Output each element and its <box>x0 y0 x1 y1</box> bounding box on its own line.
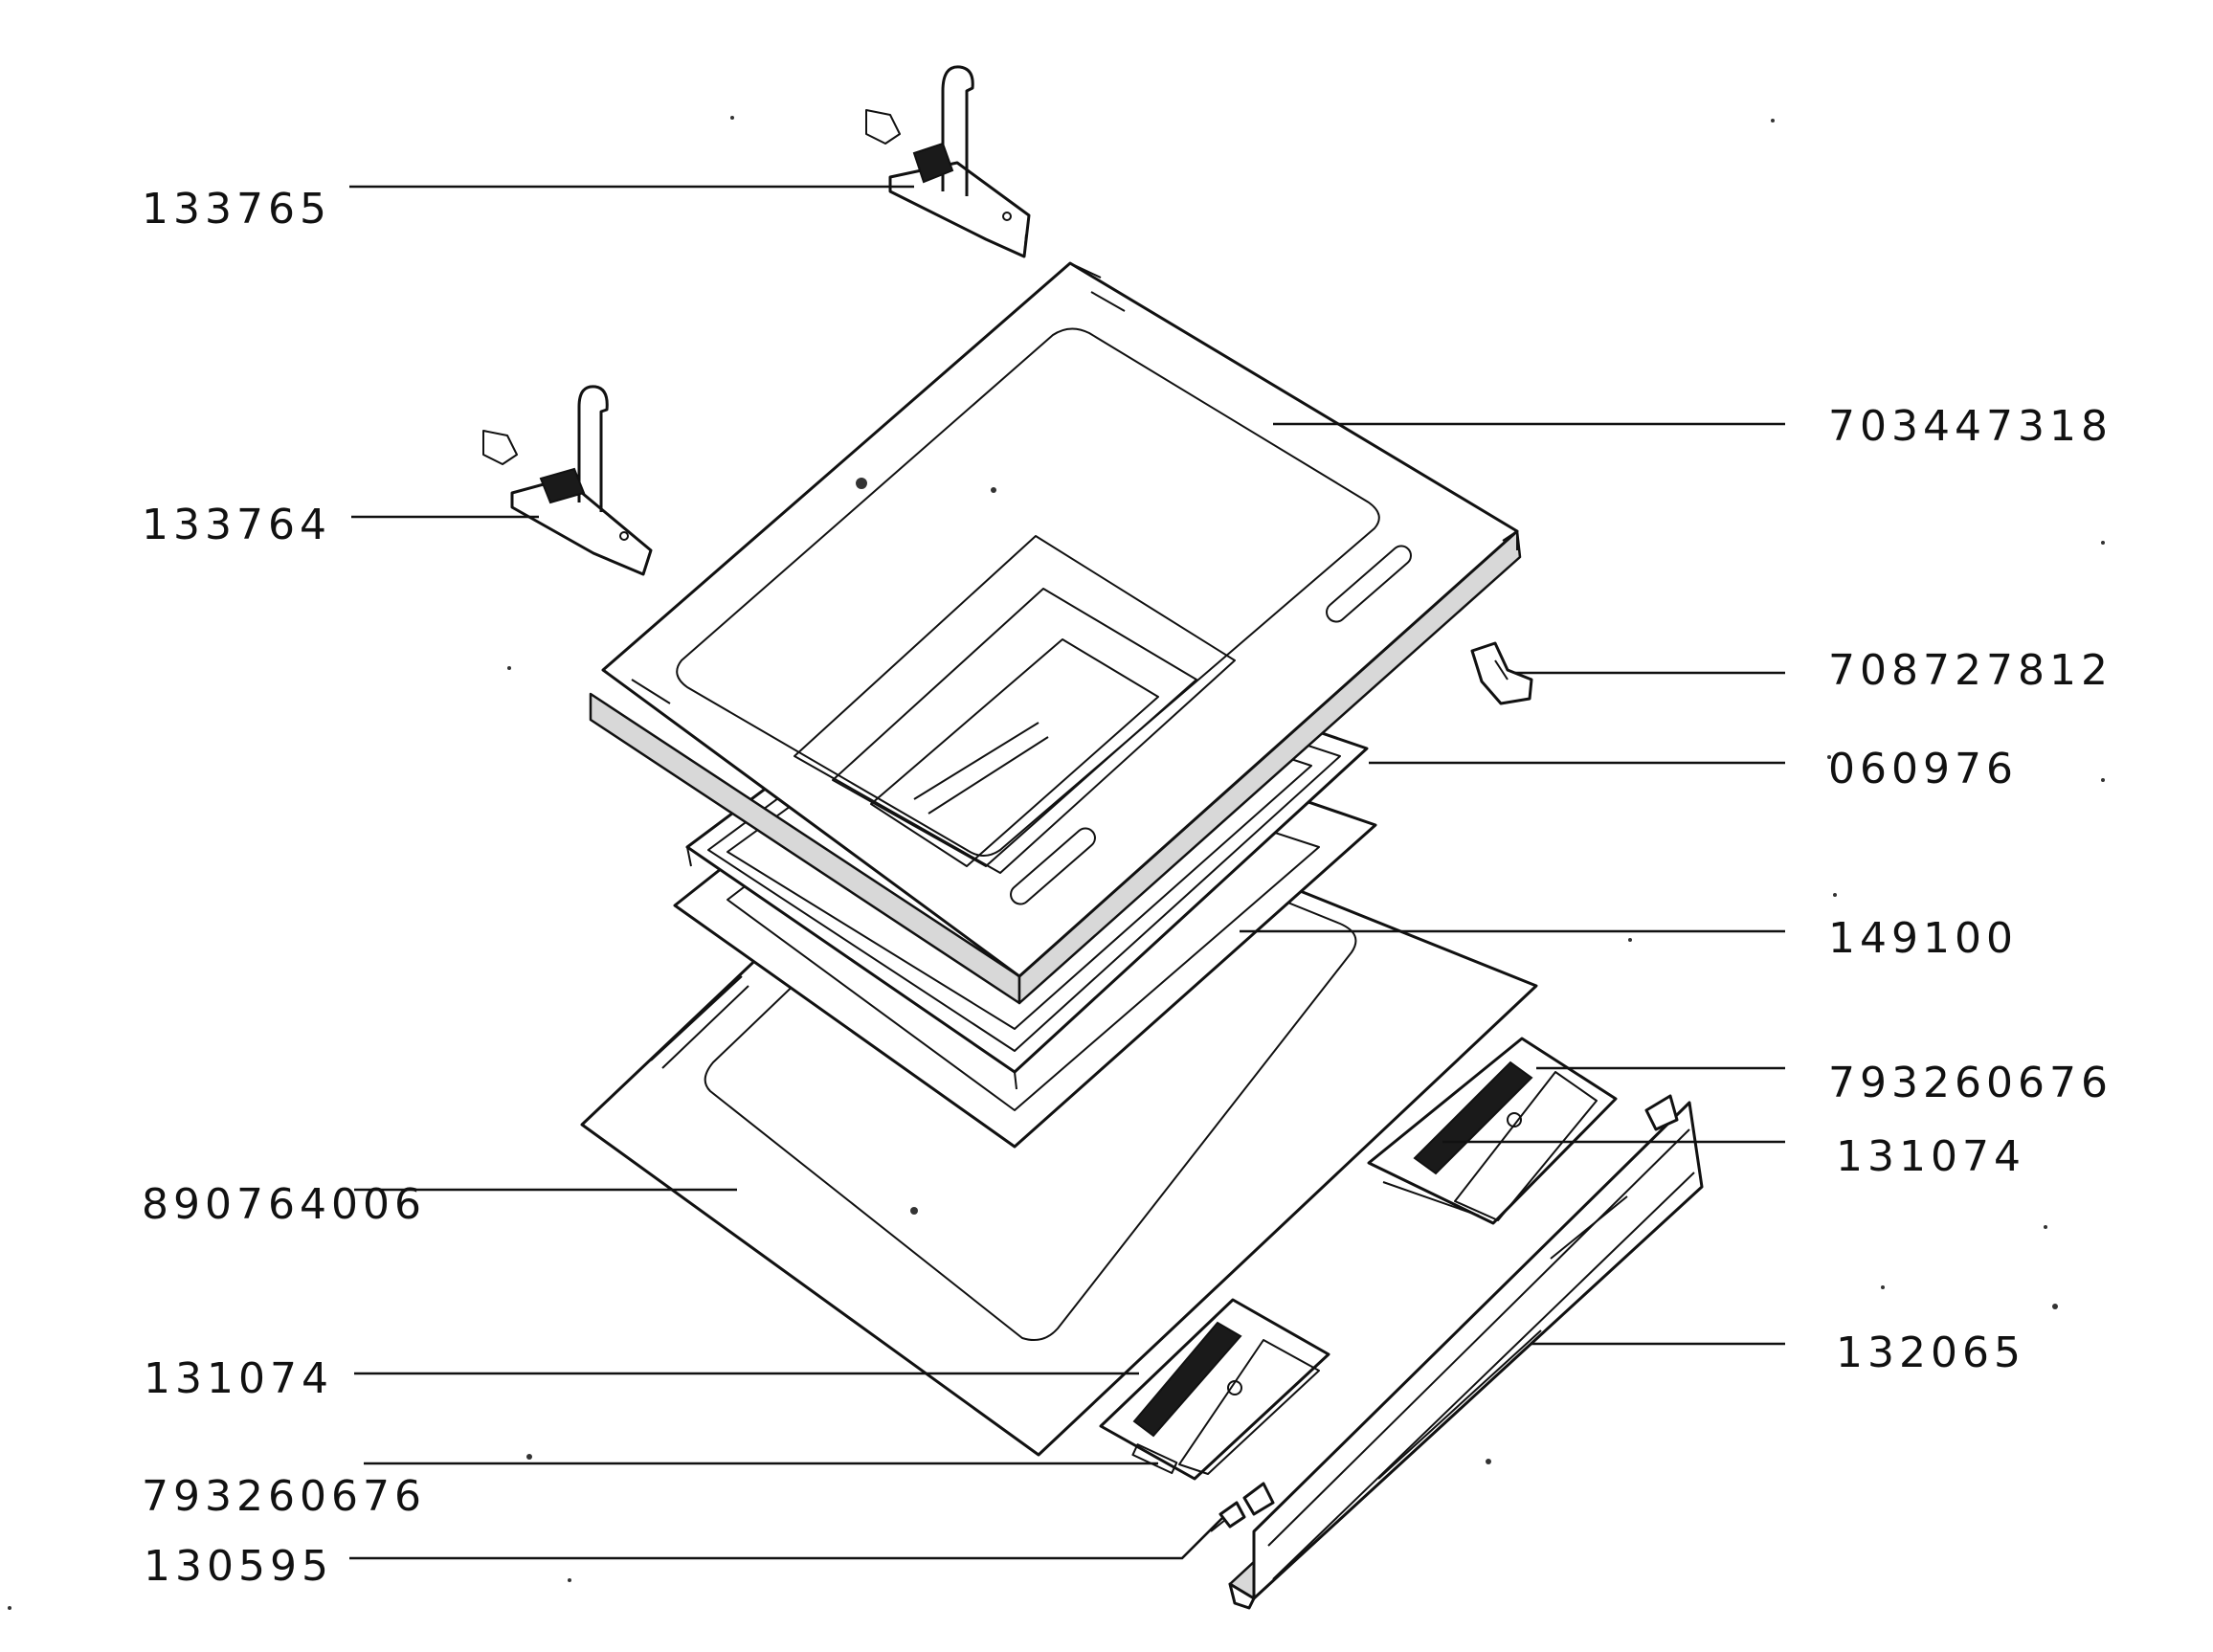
door-handle-strip <box>1228 1094 1704 1610</box>
label-793260676-right: 793260676 <box>1828 1059 2112 1107</box>
label-708727812: 708727812 <box>1828 646 2112 695</box>
label-130595: 130595 <box>144 1542 333 1591</box>
label-060976: 060976 <box>1828 745 2018 793</box>
label-131074-right: 131074 <box>1836 1132 2025 1181</box>
label-132065: 132065 <box>1836 1328 2025 1377</box>
hinge-bracket-left <box>1099 1298 1330 1481</box>
label-133764: 133764 <box>142 501 331 549</box>
leader-130595 <box>349 1517 1223 1560</box>
label-793260676-left: 793260676 <box>142 1472 426 1521</box>
label-131074-left: 131074 <box>144 1354 333 1403</box>
hinge-bracket-right <box>1367 1037 1618 1225</box>
screw <box>1210 1501 1246 1532</box>
hinge-right <box>865 65 1031 258</box>
outer-door-frame <box>589 261 1522 1005</box>
label-890764006: 890764006 <box>142 1180 426 1229</box>
callout-labels: 133765 133764 703447318 708727812 060976… <box>142 185 2112 1591</box>
clip <box>1470 641 1533 705</box>
label-133765: 133765 <box>142 185 331 234</box>
hinge-left <box>482 385 653 576</box>
label-149100: 149100 <box>1828 914 2018 963</box>
leader-lines <box>349 185 1785 1560</box>
label-703447318: 703447318 <box>1828 402 2112 451</box>
scan-specks <box>8 116 2105 1610</box>
